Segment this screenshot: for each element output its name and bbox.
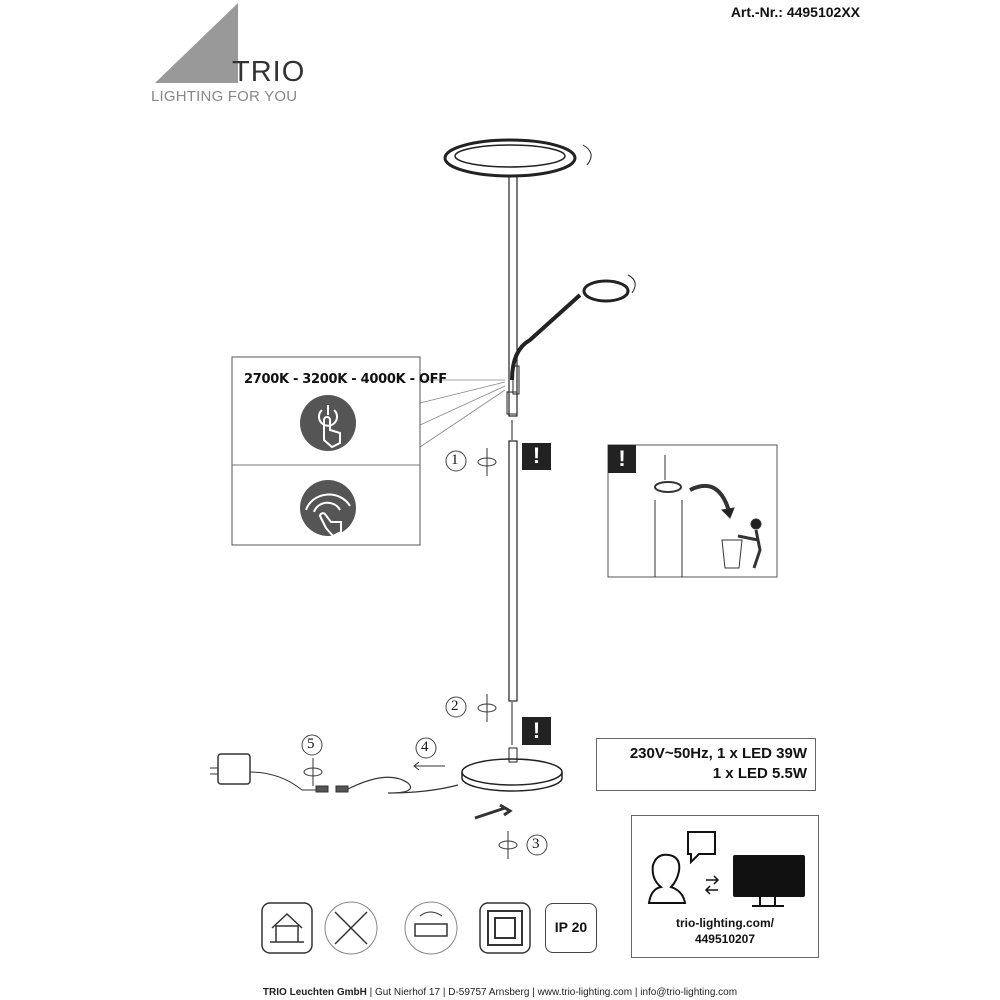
touch-switch-icon (300, 395, 356, 451)
footer-web[interactable]: www.trio-lighting.com (537, 987, 633, 998)
warning-icon (522, 443, 551, 470)
floor-lamp-drawing (443, 138, 636, 792)
support-url-line-2[interactable]: 449510207 (694, 932, 756, 946)
warning-mark: ! (532, 443, 541, 468)
support-pictogram (647, 831, 720, 904)
rotate-arrows (303, 448, 518, 859)
rotate-icon (404, 901, 458, 955)
warning-mark: ! (618, 446, 626, 471)
article-number: Art.-Nr.: 4495102XX (730, 4, 860, 20)
touch-dim-icon (300, 480, 356, 536)
footer: TRIO Leuchten GmbH | Gut Nierhof 17 | D-… (0, 987, 1000, 998)
leader-lines (419, 379, 506, 448)
ip-rating-badge: IP 20 (545, 903, 597, 953)
spec-line-2: 1 x LED 5.5W (712, 765, 807, 782)
step-3: 3 (532, 836, 540, 852)
spec-line-1: 230V~50Hz, 1 x LED 39W (629, 745, 807, 762)
packaging-disposal-drawing (654, 455, 762, 577)
footer-address: Gut Nierhof 17 (375, 987, 441, 998)
power-adapter-drawing (210, 753, 513, 820)
support-url-line-1[interactable]: trio-lighting.com/ (676, 916, 774, 930)
separator: | (442, 987, 446, 998)
logo-tagline: LIGHTING FOR YOU (151, 88, 298, 105)
step-4: 4 (421, 739, 429, 755)
step-2: 2 (451, 698, 459, 714)
control-box (231, 356, 421, 546)
separator: | (634, 987, 638, 998)
support-box: trio-lighting.com/ 449510207 (631, 815, 819, 958)
color-temperature-label: 2700K - 3200K - 4000K - OFF (244, 372, 447, 387)
warning-icon (522, 717, 551, 745)
separator: | (369, 987, 373, 998)
indoor-use-icon (261, 902, 313, 954)
led-not-replaceable-icon (324, 901, 378, 955)
step-5: 5 (307, 736, 315, 752)
disposal-box (607, 444, 778, 578)
spec-box: 230V~50Hz, 1 x LED 39W 1 x LED 5.5W (596, 738, 816, 791)
step-1: 1 (451, 452, 459, 468)
logo-brand: TRIO (232, 56, 306, 88)
logo-triangle (155, 3, 238, 83)
warning-mark: ! (532, 718, 541, 743)
footer-email[interactable]: info@trio-lighting.com (640, 987, 738, 998)
separator: | (532, 987, 535, 998)
footer-company: TRIO Leuchten GmbH (262, 987, 367, 998)
footer-city: D-59757 Arnsberg (448, 987, 530, 998)
monitor-icon (733, 855, 805, 897)
protection-class-ii-icon (479, 902, 531, 954)
